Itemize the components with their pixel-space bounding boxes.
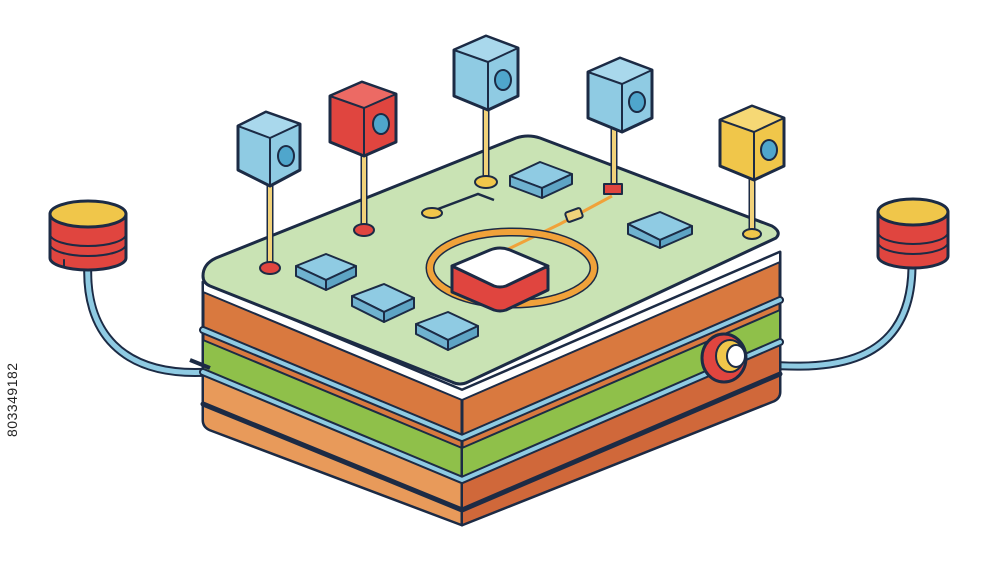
server-board-icon (199, 134, 784, 527)
sensor-cube-icon-blue-right (586, 56, 654, 195)
right-database-node-icon (876, 197, 950, 270)
left-port (189, 358, 211, 370)
chip-blue-4 (509, 161, 573, 199)
sensor-cube-icon-blue-center (452, 34, 520, 189)
sensor-cube-icon-yellow (718, 104, 786, 240)
chip-blue-5 (627, 211, 693, 249)
chip-blue-2 (351, 283, 415, 323)
left-cable (83, 257, 215, 377)
cable-connector-icon (700, 332, 748, 384)
chip-blue-3 (415, 311, 479, 351)
sensor-cube-icon-blue-left (236, 110, 302, 275)
stock-id-label: 803349182 (4, 362, 20, 438)
processor-core-icon (425, 227, 599, 313)
sensor-cube-icon-red (328, 80, 398, 237)
chip-blue-1 (295, 253, 357, 291)
left-database-node-icon (48, 199, 128, 272)
circuit-traces (421, 192, 613, 256)
